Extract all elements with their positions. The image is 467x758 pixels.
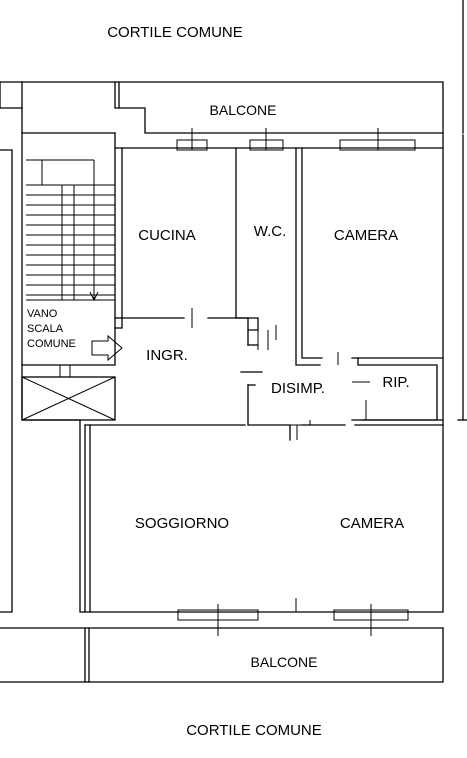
label-courtyard-bottom: CORTILE COMUNE [186,722,322,739]
interior-walls [0,147,444,683]
label-storage: RIP. [382,374,409,391]
label-bedroom-top: CAMERA [334,227,398,244]
label-balcony-top: BALCONE [210,102,277,118]
label-stairwell-1: VANO [27,308,58,320]
label-stairwell-2: SCALA [27,323,64,335]
label-stairwell-3: COMUNE [27,338,76,350]
elevator-shaft [21,365,116,421]
label-courtyard-top: CORTILE COMUNE [107,24,243,41]
label-kitchen: CUCINA [138,227,196,244]
label-entrance: INGR. [146,347,188,364]
entrance-arrow-icon [91,334,123,362]
label-hallway: DISIMP. [271,380,325,397]
stairwell [21,132,123,613]
windows [176,128,416,636]
label-bedroom-bottom: CAMERA [340,515,404,532]
label-wc: W.C. [254,223,287,240]
label-living-room: SOGGIORNO [135,515,229,532]
stair-steps [26,159,115,302]
label-balcony-bottom: BALCONE [251,654,318,670]
room-labels: CORTILE COMUNE BALCONE CUCINA W.C. CAMER… [27,24,410,739]
